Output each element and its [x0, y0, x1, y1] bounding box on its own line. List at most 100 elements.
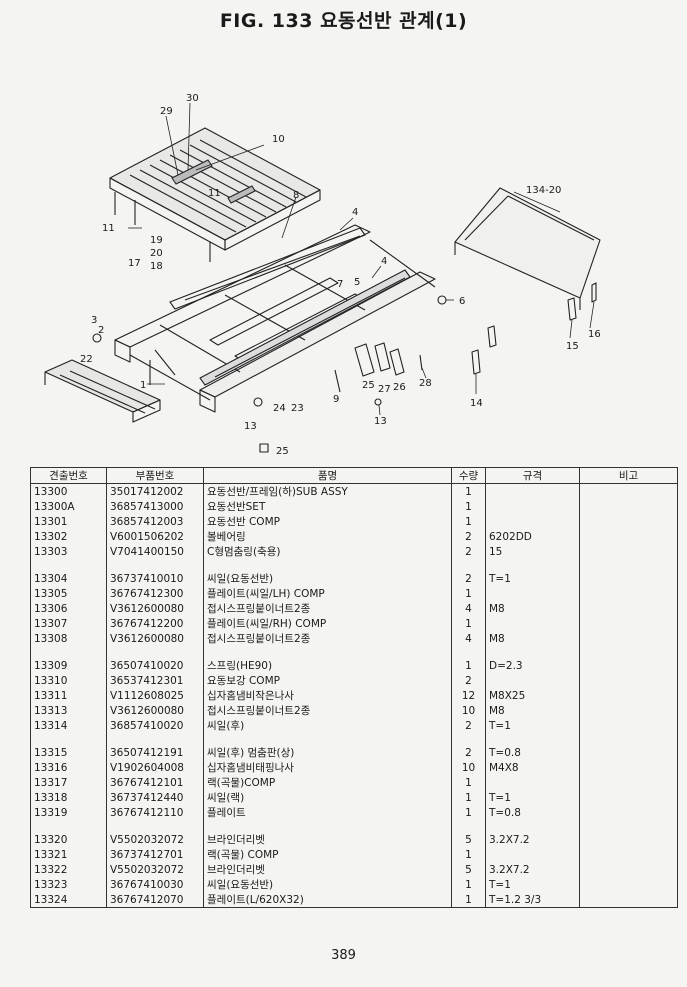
- part-no-cell: V1902604008: [106, 760, 204, 775]
- remarks-cell: [579, 745, 678, 760]
- callout-label: 23: [291, 403, 304, 414]
- quantity-cell: 2: [451, 718, 486, 733]
- spec-cell: T=0.8: [485, 745, 580, 760]
- remarks-cell: [579, 877, 678, 892]
- part-name-cell: 랙(곡물) COMP: [203, 847, 452, 862]
- spec-cell: [485, 673, 580, 688]
- callout-label: 29: [160, 106, 173, 117]
- part-no-cell: 36507412191: [106, 745, 204, 760]
- spec-cell: T=1: [485, 877, 580, 892]
- page-title: FIG. 133 요동선반 관계(1): [219, 10, 468, 32]
- spec-cell: T=1: [485, 790, 580, 805]
- remarks-cell: [579, 847, 678, 862]
- spec-cell: [485, 499, 580, 514]
- spec-cell: [485, 847, 580, 862]
- spec-cell: [485, 483, 580, 499]
- part-no-cell: 36737410010: [106, 571, 204, 586]
- quantity-cell: 1: [451, 847, 486, 862]
- ref-no-cell: 13301: [30, 514, 107, 529]
- part-name-cell: 씨일(랙): [203, 790, 452, 805]
- quantity-cell: 1: [451, 877, 486, 892]
- quantity-cell: 10: [451, 760, 486, 775]
- remarks-cell: [579, 760, 678, 775]
- quantity-cell: 10: [451, 703, 486, 718]
- header-quantity: 수량: [451, 467, 486, 484]
- part-no-cell: 35017412002: [106, 483, 204, 499]
- remarks-cell: [579, 483, 678, 499]
- ref-no-cell: 13317: [30, 775, 107, 790]
- spec-cell: M8X25: [485, 688, 580, 703]
- quantity-cell: 12: [451, 688, 486, 703]
- ref-no-cell: 13309: [30, 658, 107, 673]
- part-name-cell: 씨일(후): [203, 718, 452, 733]
- part-name-cell: 플레이트(L/620X32): [203, 892, 452, 908]
- callout-label: 26: [393, 382, 406, 393]
- part-name-cell: 요동보강 COMP: [203, 673, 452, 688]
- quantity-cell: 2: [451, 673, 486, 688]
- part-name-cell: 요동선반SET: [203, 499, 452, 514]
- ref-no-cell: 13303: [30, 544, 107, 559]
- callout-label: 9: [333, 394, 339, 405]
- remarks-cell: [579, 571, 678, 586]
- spec-cell: T=1.2 3/3: [485, 892, 580, 908]
- part-no-cell: 36767412110: [106, 805, 204, 820]
- part-no-cell: V3612600080: [106, 631, 204, 646]
- quantity-cell: 1: [451, 805, 486, 820]
- header-remarks: 비고: [579, 467, 678, 484]
- part-no-cell: 36767412101: [106, 775, 204, 790]
- ref-no-cell: 13321: [30, 847, 107, 862]
- quantity-cell: 2: [451, 571, 486, 586]
- remarks-cell: [579, 805, 678, 820]
- spec-cell: [485, 514, 580, 529]
- spec-cell: 15: [485, 544, 580, 559]
- spec-cell: 3.2X7.2: [485, 862, 580, 877]
- remarks-cell: [579, 862, 678, 877]
- quantity-cell: 1: [451, 514, 486, 529]
- quantity-cell: 5: [451, 832, 486, 847]
- part-no-cell: V5502032072: [106, 832, 204, 847]
- header-part-name: 품명: [203, 467, 452, 484]
- callout-label: 3: [91, 315, 97, 326]
- part-name-cell: 요동선반/프레임(하)SUB ASSY: [203, 483, 452, 499]
- callout-label: 14: [470, 398, 483, 409]
- remarks-cell: [579, 832, 678, 847]
- spec-cell: [485, 775, 580, 790]
- callout-label: 25: [362, 380, 375, 391]
- callout-labels: 30 29 10 8 11 11 19 20 17 18 4 7 5 4 6 1…: [80, 93, 601, 457]
- remarks-cell: [579, 514, 678, 529]
- callout-label: 10: [272, 134, 285, 145]
- ref-no-cell: 13302: [30, 529, 107, 544]
- spec-cell: M4X8: [485, 760, 580, 775]
- quantity-cell: 4: [451, 601, 486, 616]
- leader-lines: [128, 102, 595, 416]
- part-no-cell: V3612600080: [106, 703, 204, 718]
- header-part-no: 부품번호: [106, 467, 204, 484]
- part-no-cell: 36857412003: [106, 514, 204, 529]
- bracket-parts-drawing: [92, 295, 497, 453]
- part-name-cell: 씨일(요동선반): [203, 877, 452, 892]
- callout-label: 1: [140, 380, 146, 391]
- callout-label: 11: [102, 223, 115, 234]
- ref-no-cell: 13311: [30, 688, 107, 703]
- spec-cell: M8: [485, 703, 580, 718]
- spec-cell: 3.2X7.2: [485, 832, 580, 847]
- quantity-cell: 1: [451, 586, 486, 601]
- remarks-cell: [579, 586, 678, 601]
- quantity-cell: 2: [451, 529, 486, 544]
- quantity-cell: 1: [451, 892, 486, 908]
- part-no-cell: V1112608025: [106, 688, 204, 703]
- part-name-cell: 플레이트(씨일/LH) COMP: [203, 586, 452, 601]
- remarks-cell: [579, 658, 678, 673]
